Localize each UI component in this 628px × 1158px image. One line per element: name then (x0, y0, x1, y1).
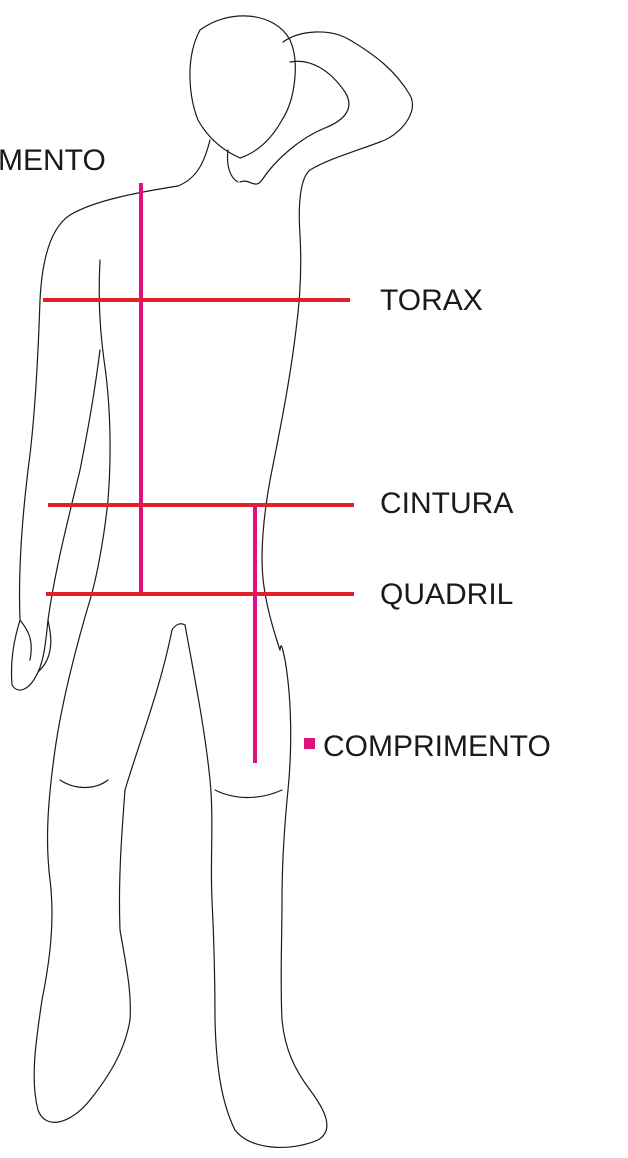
leg-length-bullet-icon (304, 738, 315, 749)
left-leg-outline (34, 600, 185, 1122)
left-arm-outline (11, 186, 178, 690)
measurement-lines (43, 183, 354, 763)
chest-label: TORAX (380, 284, 483, 317)
left-hand-outline (20, 620, 51, 672)
hip-label: QUADRIL (380, 578, 513, 611)
mannequin-outline (11, 16, 412, 1148)
torso-left-outline (90, 260, 110, 600)
torso-length-label: MENTO (0, 144, 106, 177)
neck-outline (178, 140, 238, 186)
raised-arm-outline (240, 32, 412, 235)
waist-label: CINTURA (380, 487, 513, 520)
leg-length-label: COMPRIMENTO (323, 730, 551, 763)
knee-details (60, 780, 282, 798)
torso-right-outline (262, 235, 301, 650)
head-outline (190, 16, 295, 158)
